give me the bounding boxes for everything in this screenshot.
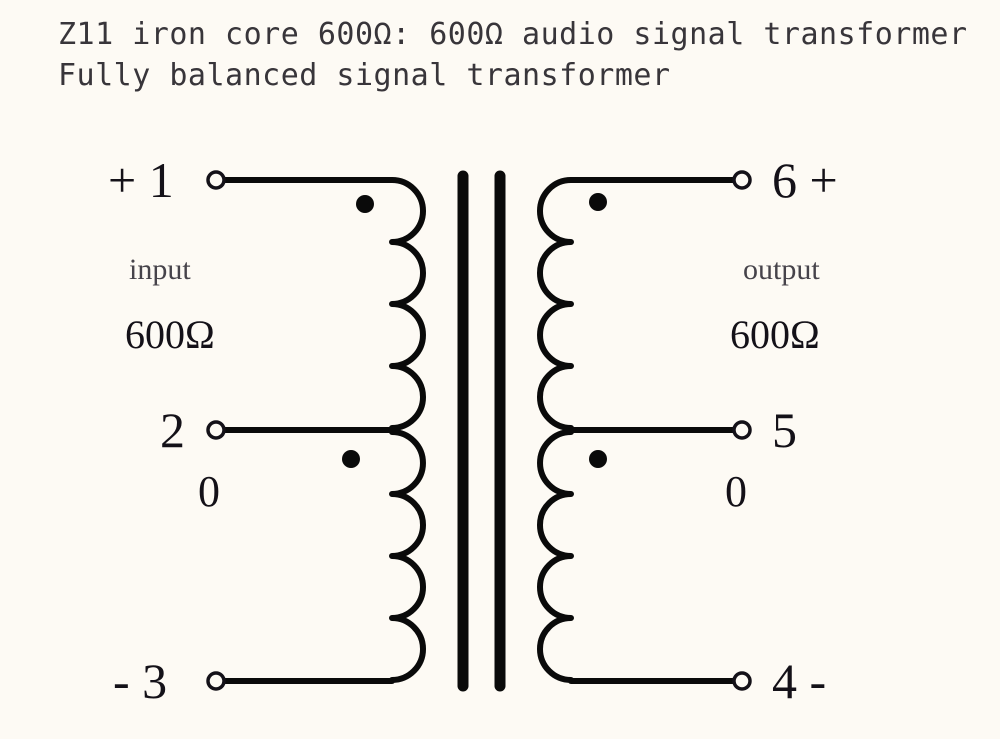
primary-impedance-label: 600Ω bbox=[125, 312, 215, 357]
polarity-dot-primary-lower bbox=[342, 450, 360, 468]
terminal-label-5: 5 bbox=[772, 402, 797, 458]
secondary-coil-upper bbox=[537, 177, 574, 431]
terminal-label-2: 2 bbox=[160, 402, 185, 458]
primary-side-word: input bbox=[129, 253, 191, 286]
terminal-label-1: + 1 bbox=[108, 152, 174, 208]
primary-center-tap-label: 0 bbox=[198, 467, 220, 516]
secondary-side-word: output bbox=[743, 253, 820, 286]
secondary-impedance-label: 600Ω bbox=[730, 312, 820, 357]
terminal-3-node[interactable] bbox=[206, 671, 226, 691]
polarity-dot-primary-upper bbox=[356, 195, 374, 213]
title-line-2: Fully balanced signal transformer bbox=[58, 58, 671, 93]
terminal-2-node[interactable] bbox=[206, 420, 226, 440]
terminal-6-node[interactable] bbox=[732, 170, 752, 190]
secondary-winding bbox=[537, 177, 737, 684]
polarity-dot-secondary-upper bbox=[589, 193, 607, 211]
terminal-label-6: 6 + bbox=[772, 152, 838, 208]
terminal-5-node[interactable] bbox=[732, 420, 752, 440]
primary-coil-upper bbox=[389, 177, 426, 431]
title-line-1: Z11 iron core 600Ω: 600Ω audio signal tr… bbox=[58, 17, 968, 52]
terminal-4-node[interactable] bbox=[732, 671, 752, 691]
terminal-label-3: - 3 bbox=[113, 653, 168, 709]
primary-coil-lower bbox=[389, 429, 426, 683]
primary-winding bbox=[221, 177, 426, 684]
secondary-center-tap-label: 0 bbox=[725, 467, 747, 516]
terminal-label-4: 4 - bbox=[772, 653, 827, 709]
title-block: Z11 iron core 600Ω: 600Ω audio signal tr… bbox=[58, 14, 998, 96]
polarity-dot-secondary-lower bbox=[589, 450, 607, 468]
iron-core bbox=[457, 170, 506, 692]
secondary-coil-lower bbox=[537, 429, 574, 683]
terminal-1-node[interactable] bbox=[206, 170, 226, 190]
